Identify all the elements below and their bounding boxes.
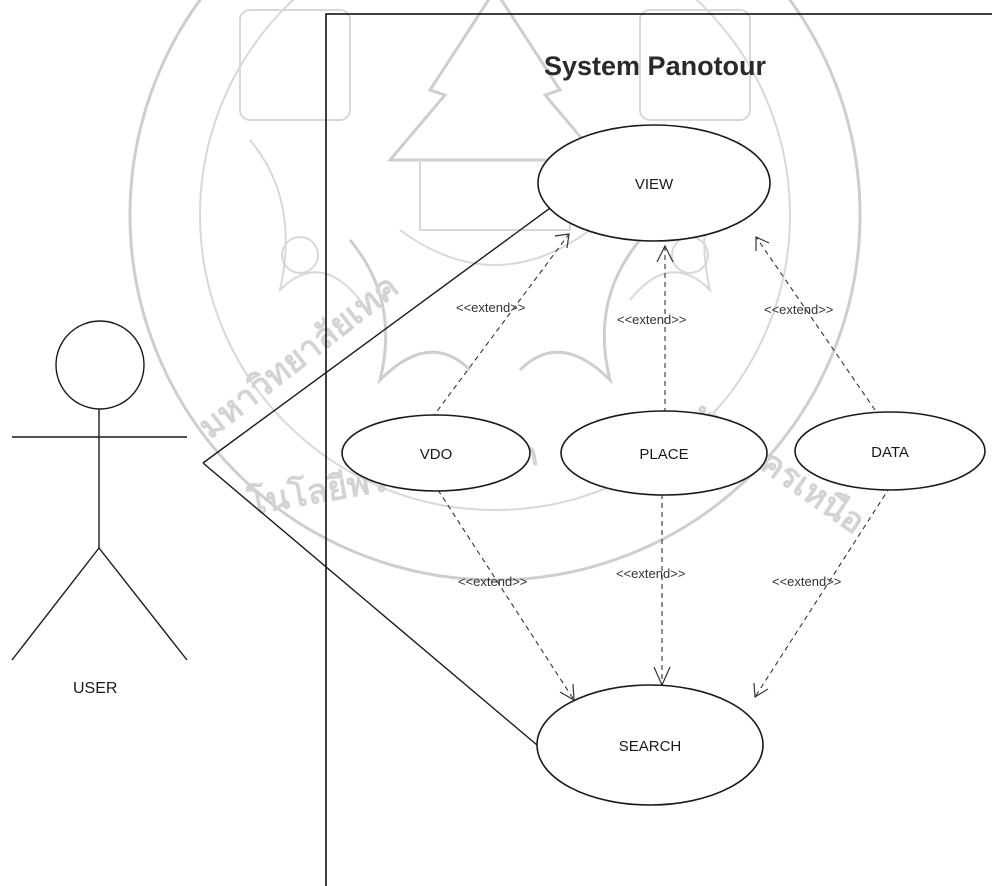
stereotype-place-search: <<extend>> xyxy=(616,566,685,581)
use-case-view: VIEW xyxy=(537,124,771,242)
watermark-seal: มหาวิทยาลัยเทค โนโลยีพระจอมเกล้า พระนครเ… xyxy=(128,0,872,582)
svg-text:VDO: VDO xyxy=(420,446,453,463)
use-case-place: PLACE xyxy=(560,410,768,496)
dependency-data-search xyxy=(753,486,891,699)
system-title: System Panotour xyxy=(544,51,767,81)
use-case-search: SEARCH xyxy=(536,684,764,806)
use-case-data: DATA xyxy=(794,411,986,491)
svg-text:DATA: DATA xyxy=(871,444,909,461)
svg-text:SEARCH: SEARCH xyxy=(619,738,682,755)
actor-label: USER xyxy=(73,680,117,697)
svg-text:มหาวิทยาลัยเทค: มหาวิทยาลัยเทค xyxy=(191,267,406,447)
stereotype-place-view: <<extend>> xyxy=(617,312,686,327)
association-user-view xyxy=(202,199,562,464)
svg-text:VIEW: VIEW xyxy=(635,176,674,193)
dependency-place-view xyxy=(656,244,674,413)
dependency-place-search xyxy=(653,494,671,687)
stereotype-data-search: <<extend>> xyxy=(772,574,841,589)
dependency-vdo-view xyxy=(431,233,570,419)
stereotype-vdo-view: <<extend>> xyxy=(456,300,525,315)
dependency-data-view xyxy=(755,236,876,411)
dependency-vdo-search xyxy=(437,489,575,702)
use-case-vdo: VDO xyxy=(341,414,531,492)
stereotype-vdo-search: <<extend>> xyxy=(458,574,527,589)
association-user-search xyxy=(202,462,538,746)
system-boundary xyxy=(325,13,992,886)
stereotype-data-view: <<extend>> xyxy=(764,302,833,317)
svg-text:PLACE: PLACE xyxy=(639,446,688,463)
actor-user: USER xyxy=(11,320,188,697)
